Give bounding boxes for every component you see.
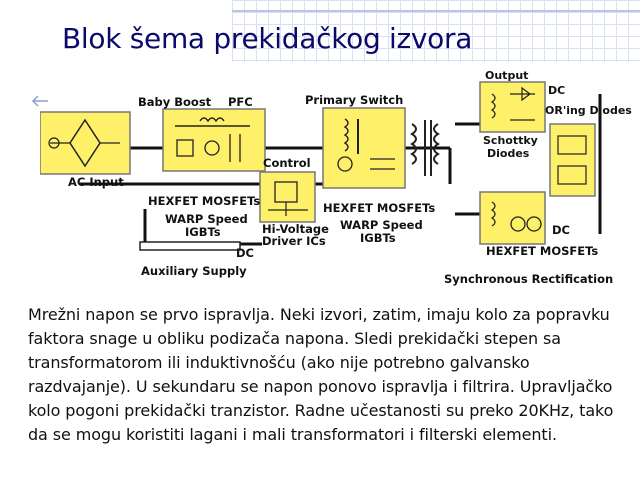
primary-switch-module: [322, 107, 406, 189]
label-dc-mid: DC: [236, 246, 254, 260]
label-output: Output: [485, 69, 528, 82]
label-pfc: PFC: [228, 95, 253, 109]
label-sync-rect: Synchronous Rectification: [444, 272, 613, 286]
label-hv-driver-1: Hi-Voltage: [262, 222, 329, 236]
label-control: Control: [263, 156, 311, 170]
oring-diodes-module: [549, 123, 596, 197]
label-warp-left-1: WARP Speed: [165, 212, 248, 226]
label-hexfet-mid: HEXFET MOSFETs: [323, 201, 435, 215]
label-warp-mid-2: IGBTs: [360, 231, 396, 245]
smps-block-diagram: Baby Boost PFC Primary Switch Output DC …: [40, 69, 632, 286]
output-schottky-module: [479, 81, 546, 133]
label-baby-boost: Baby Boost: [138, 95, 212, 109]
label-hv-driver-2: Driver ICs: [262, 234, 326, 248]
label-hexfet-right: HEXFET MOSFETs: [486, 244, 598, 258]
label-schottky-2: Diodes: [487, 147, 530, 160]
label-dc-right: DC: [552, 223, 570, 237]
header-bar-decoration: [232, 10, 640, 12]
label-warp-mid-1: WARP Speed: [340, 218, 423, 232]
label-hexfet-left: HEXFET MOSFETs: [148, 194, 260, 208]
auxiliary-supply-bar: [139, 241, 241, 251]
label-dc-top: DC: [548, 84, 565, 97]
transformer-core: [410, 120, 440, 176]
label-auxiliary-supply: Auxiliary Supply: [141, 264, 247, 278]
bullet-arrow-icon: [31, 95, 48, 107]
label-warp-left-2: IGBTs: [185, 225, 221, 239]
ac-input-module: [40, 111, 131, 175]
slide-title: Blok šema prekidačkog izvora: [62, 22, 473, 55]
description-paragraph: Mrežni napon se prvo ispravlja. Neki izv…: [28, 305, 614, 444]
label-oring-diodes: OR'ing Diodes: [545, 104, 632, 117]
label-ac-input: AC Input: [68, 175, 124, 189]
label-primary-switch: Primary Switch: [305, 93, 403, 107]
control-module: [259, 171, 316, 223]
sync-rect-module: [479, 191, 546, 245]
pfc-boost-module: [162, 108, 266, 172]
label-schottky-1: Schottky: [483, 134, 538, 147]
